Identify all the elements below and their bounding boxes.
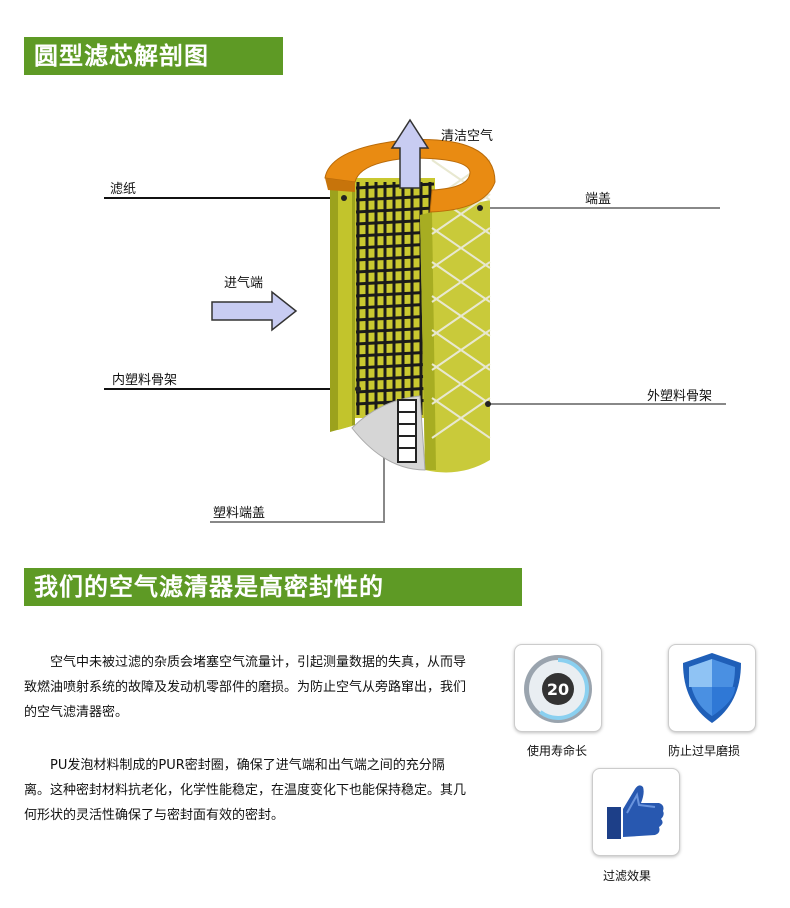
thumbs-up-icon <box>607 785 664 839</box>
section-title-sealing: 我们的空气滤清器是高密封性的 <box>24 568 522 606</box>
label-outer-frame: 外塑料骨架 <box>647 389 713 404</box>
label-end-cap: 端盖 <box>585 192 612 207</box>
inlet-arrow <box>211 290 298 332</box>
clean-air-arrow <box>390 118 430 189</box>
grid-ring <box>355 386 435 394</box>
grid-ring <box>355 290 435 298</box>
label-inner-frame: 内塑料骨架 <box>112 373 178 388</box>
grid-ring <box>355 194 435 202</box>
grid-ring <box>355 362 435 370</box>
grid-ring <box>355 350 435 358</box>
grid-ring <box>355 266 435 274</box>
mesh-line <box>431 261 491 303</box>
caption-wear-protection: 防止过早磨损 <box>668 744 741 758</box>
paragraph-2: PU发泡材料制成的PUR密封圈，确保了进气端和出气端之间的充分隔离。这种密封材料… <box>24 758 467 823</box>
section-title-anatomy: 圆型滤芯解剖图 <box>24 37 283 75</box>
grid-ring <box>355 302 435 310</box>
shield-icon <box>683 653 741 723</box>
grid-ring <box>355 314 435 322</box>
label-clean-air: 清洁空气 <box>441 129 494 144</box>
feature-wear-protection <box>668 644 756 732</box>
caption-filtration: 过滤效果 <box>603 869 652 883</box>
filter-paper-body <box>330 159 491 473</box>
mesh-line <box>431 329 491 371</box>
grid-ring <box>355 338 435 346</box>
feature-filtration <box>592 768 680 856</box>
gauge-icon: 20 <box>524 655 592 723</box>
label-plastic-end-cap: 塑料端盖 <box>213 506 266 521</box>
grid-ring <box>355 182 435 190</box>
grid-ring <box>355 206 435 214</box>
gauge-value: 20 <box>547 680 569 699</box>
grid-ring <box>355 326 435 334</box>
mesh-line <box>431 227 491 269</box>
feature-long-life: 20 <box>514 644 602 732</box>
ladder <box>397 399 417 463</box>
mesh-line <box>431 363 491 405</box>
paragraph-1: 空气中未被过滤的杂质会堵塞空气流量计，引起测量数据的失真，从而导致燃油喷射系统的… <box>24 655 467 720</box>
caption-long-life: 使用寿命长 <box>527 744 588 758</box>
filter-cutaway-diagram <box>104 118 726 523</box>
label-inlet: 进气端 <box>224 276 264 291</box>
mesh-line <box>431 295 491 337</box>
label-filter-paper: 滤纸 <box>110 182 137 197</box>
grid-ring <box>355 278 435 286</box>
grid-ring <box>355 374 435 382</box>
mesh-line <box>431 397 491 439</box>
